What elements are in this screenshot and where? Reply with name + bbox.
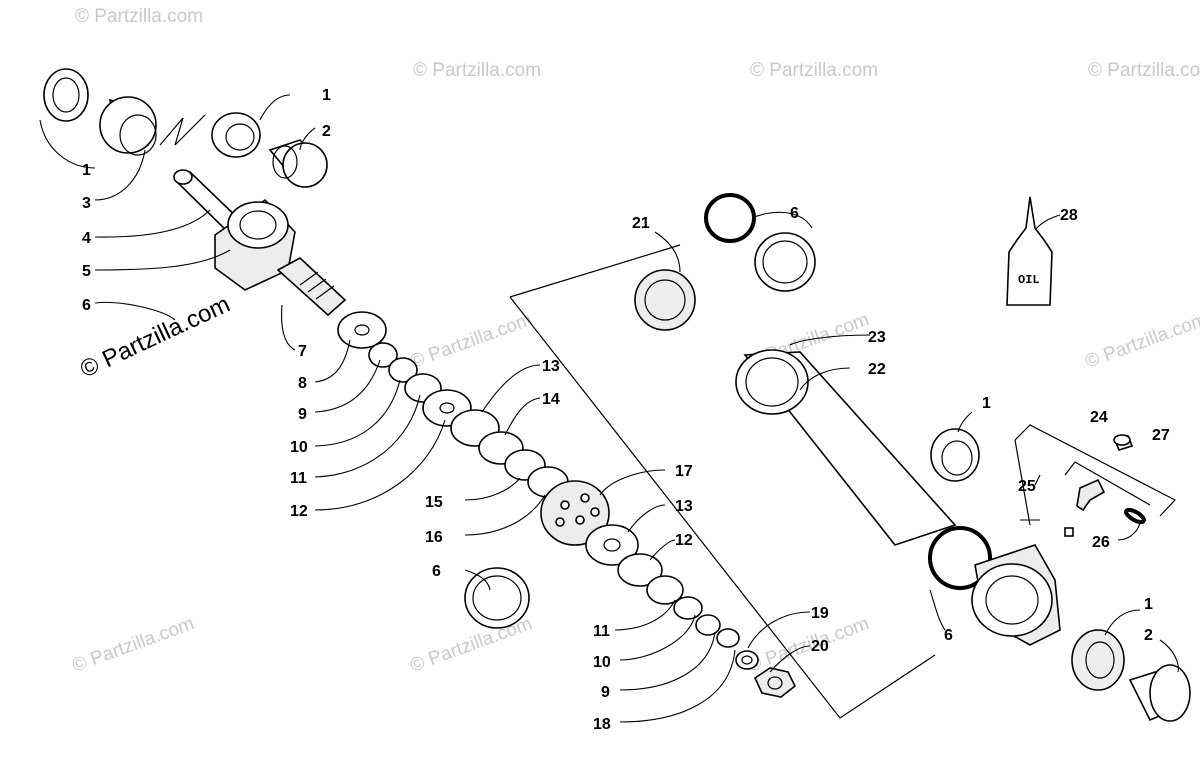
callout-26: 26 xyxy=(1092,534,1110,551)
callout-11: 11 xyxy=(290,470,307,487)
oil-bottle-28: OIL xyxy=(1006,196,1053,306)
callout-8: 8 xyxy=(298,375,307,392)
callout-6: 6 xyxy=(944,627,953,644)
callout-5: 5 xyxy=(82,263,91,280)
damper-body-5 xyxy=(214,198,296,291)
washer-stack-lower xyxy=(585,524,759,670)
piston-17 xyxy=(540,480,610,546)
callout-3: 3 xyxy=(82,195,91,212)
watermark: © Partzilla.com xyxy=(413,60,541,81)
callout-1: 1 xyxy=(1144,596,1153,613)
valve-core-25 xyxy=(1064,478,1106,537)
callout-6: 6 xyxy=(790,205,799,222)
bushing-1-lower xyxy=(1071,629,1125,691)
callout-21: 21 xyxy=(632,215,650,232)
watermark: © Partzilla.com xyxy=(1088,60,1200,81)
callout-9: 9 xyxy=(601,684,610,701)
upper-bushing-1 xyxy=(43,68,89,122)
lock-nut-18 xyxy=(753,667,797,698)
callout-10: 10 xyxy=(290,439,308,456)
callout-7: 7 xyxy=(298,343,307,360)
callout-19: 19 xyxy=(811,605,829,622)
callout-15: 15 xyxy=(425,494,443,511)
oring-upper xyxy=(704,193,756,243)
callout-1: 1 xyxy=(82,162,91,179)
valve-screw-27 xyxy=(1113,434,1134,451)
watermark: © Partzilla.com xyxy=(408,309,535,373)
callout-labels: 1 2 1 3 4 5 6 7 8 9 10 11 12 13 14 15 16… xyxy=(82,87,1170,733)
callout-17: 17 xyxy=(675,463,693,480)
body-tube-22 xyxy=(735,349,957,546)
callout-24: 24 xyxy=(1090,409,1108,426)
oil-label: OIL xyxy=(1018,273,1040,287)
callout-10: 10 xyxy=(593,654,611,671)
callout-14: 14 xyxy=(542,391,560,408)
callout-2: 2 xyxy=(322,123,331,140)
seal-head-21 xyxy=(634,269,696,331)
callout-13: 13 xyxy=(675,498,693,515)
lower-eye xyxy=(971,544,1061,646)
callout-13: 13 xyxy=(542,358,560,375)
bushing-1-right xyxy=(930,428,980,482)
watermark: © Partzilla.com xyxy=(750,60,878,81)
watermark-prominent: © Partzilla.com xyxy=(76,291,234,384)
watermark: © Partzilla.com xyxy=(75,6,203,27)
threaded-rod-7 xyxy=(276,257,347,317)
callout-6: 6 xyxy=(82,297,91,314)
callout-23: 23 xyxy=(868,329,886,346)
callout-1: 1 xyxy=(982,395,991,412)
callout-25: 25 xyxy=(1018,478,1036,495)
callout-16: 16 xyxy=(425,529,443,546)
callout-12: 12 xyxy=(290,503,308,520)
callout-12: 12 xyxy=(675,532,693,549)
upper-spherical-bushing-3 xyxy=(99,96,157,156)
oring-lower xyxy=(928,526,992,590)
piston-band-6 xyxy=(464,567,530,629)
callout-2: 2 xyxy=(1144,627,1153,644)
spacer-sleeve-2 xyxy=(268,139,328,188)
upper-bushing-1b xyxy=(211,112,261,158)
callout-27: 27 xyxy=(1152,427,1170,444)
callout-11: 11 xyxy=(593,623,610,640)
frame-lines xyxy=(159,114,1176,719)
leader-lines xyxy=(39,94,1179,723)
callout-22: 22 xyxy=(868,361,886,378)
callout-28: 28 xyxy=(1060,207,1078,224)
callout-4: 4 xyxy=(82,230,91,247)
callout-18: 18 xyxy=(593,716,611,733)
watermark: © Partzilla.com xyxy=(745,613,872,677)
valve-oring-26 xyxy=(1124,507,1146,525)
watermark: © Partzilla.com xyxy=(1083,309,1200,373)
watermark: © Partzilla.com xyxy=(70,613,197,677)
callout-9: 9 xyxy=(298,406,307,423)
callout-20: 20 xyxy=(811,638,829,655)
callout-1: 1 xyxy=(322,87,331,104)
band-6-upper xyxy=(754,232,816,292)
callout-6: 6 xyxy=(432,563,441,580)
sleeve-2-lower xyxy=(1128,664,1191,722)
